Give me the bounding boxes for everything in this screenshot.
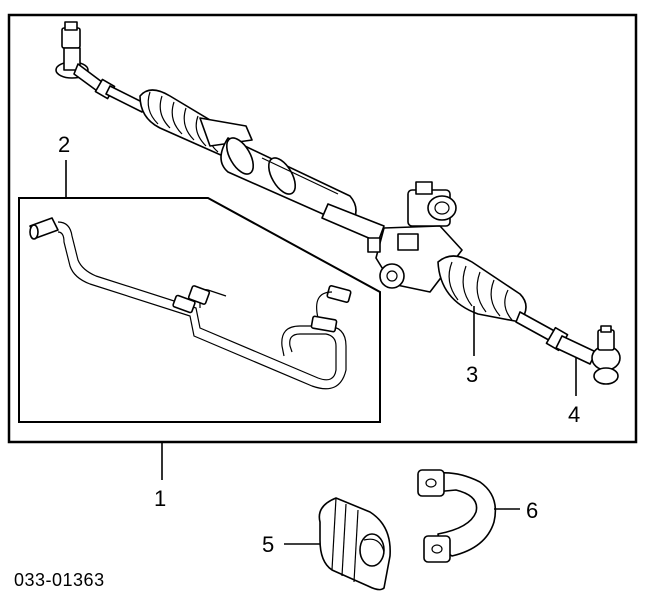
- right-tie-rod-end: [545, 325, 621, 385]
- mounting-clamp: [417, 469, 497, 563]
- callout-3: 3: [466, 362, 478, 387]
- pinion-valve-housing: [367, 181, 463, 293]
- hose-kit: [29, 217, 352, 390]
- mounting-bushing: [318, 497, 391, 591]
- left-tie-rod-end: [55, 21, 116, 100]
- callout-5: 5: [262, 532, 274, 557]
- right-boot: [437, 255, 527, 323]
- left-tie-rod: [105, 85, 147, 113]
- steering-rack-assembly: [55, 21, 621, 385]
- rack-housing: [220, 137, 385, 243]
- hose-kit-box: [18, 197, 381, 423]
- callout-1: 1: [154, 486, 166, 511]
- callout-2: 2: [58, 132, 70, 157]
- hose-line-long: [57, 221, 337, 381]
- callout-4: 4: [568, 402, 580, 427]
- callout-6: 6: [526, 498, 538, 523]
- diagram-code: 033-01363: [14, 570, 105, 590]
- assembly-frame: [7, 13, 638, 444]
